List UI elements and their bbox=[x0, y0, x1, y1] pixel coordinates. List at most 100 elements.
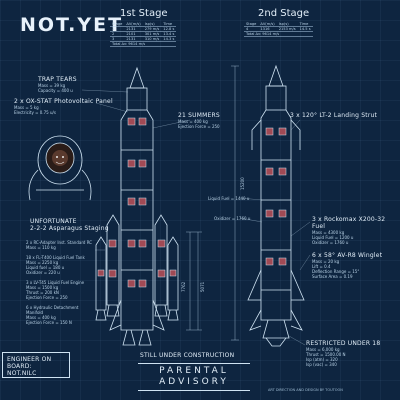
panel-label: 2 x OX-STAT Photovoltaic Panel bbox=[14, 98, 113, 105]
stage2-table: Stage ΔV(m/s) Isp(s) Time 4 1316 2153 m/… bbox=[244, 22, 313, 37]
table-header-row: Stage ΔV(m/s) Isp(s) Time bbox=[110, 22, 177, 27]
table-header: Stage bbox=[110, 22, 125, 27]
spec-line: Ejection Force = 150 N bbox=[26, 320, 72, 325]
table-row: 2 2101 301 m/s 13.4 s bbox=[110, 31, 177, 37]
table-cell: 310 m/s bbox=[142, 36, 162, 42]
spec-line: Thrust = 200 kN bbox=[26, 290, 59, 295]
restricted-label: RESTRICTED UNDER 18 bbox=[306, 340, 381, 347]
spec-line: Mass = 4300 kg bbox=[312, 230, 345, 235]
table-row: 1 2131 279 m/s 12.8 s bbox=[110, 26, 177, 32]
spec-line: Oxidizer = 1760 u bbox=[312, 240, 349, 245]
table-cell: 279 m/s bbox=[142, 26, 162, 32]
spec-line: Electricity = 0.75 u/s bbox=[14, 110, 56, 115]
winglet-callout: 6 x 58° AV-R8 Winglet Mass = 20 kg Lift … bbox=[312, 252, 398, 279]
spec-line: Mass = 1500 kg bbox=[26, 285, 59, 290]
spec-line: Capacity = 400 u bbox=[38, 88, 73, 93]
table-cell: 12.8 s bbox=[161, 26, 177, 32]
spec-line: 2 x RC-Adapter Inst. Standard RC bbox=[26, 240, 93, 245]
rocket-1st-stage bbox=[95, 66, 179, 346]
table-total: Total Δv: 9614 m/s bbox=[110, 41, 177, 47]
spec-line: 3 x LV-T45 Liquid Fuel Engine bbox=[26, 280, 85, 285]
spec-line: Mass = 39 kg bbox=[38, 83, 66, 88]
table-total: Total Δv: 9614 m/s bbox=[244, 31, 313, 37]
stage1-table: Stage ΔV(m/s) Isp(s) Time 1 2131 279 m/s… bbox=[110, 22, 177, 47]
table-cell: 14.5 s bbox=[297, 26, 313, 32]
engineer-name: NOT.NILC bbox=[7, 370, 37, 377]
spec-line: Mass = 400 kg bbox=[178, 119, 208, 124]
advisory-line: PARENTAL bbox=[159, 366, 229, 376]
table-cell: 2 bbox=[110, 31, 125, 37]
spec-line: Ejection Force = 250 bbox=[26, 295, 68, 300]
summers-label: 21 SUMMERS bbox=[178, 112, 220, 119]
table-header: ΔV(m/s) bbox=[124, 22, 143, 27]
dimension-a: 7762 bbox=[181, 281, 186, 292]
table-cell: 2101 bbox=[124, 31, 143, 37]
spec-line: 6 x Hydraulic Detachment Manifold bbox=[26, 305, 79, 315]
table-row: 3 2131 310 m/s 14.3 s bbox=[110, 36, 177, 42]
table-cell: 2153 m/s bbox=[276, 26, 298, 32]
spec-line: Mass = 5 kg bbox=[14, 105, 39, 110]
spec-line: Mass = 400 kg bbox=[26, 315, 56, 320]
fuel-tank-label: 3 x Rockomax X200-32 Fuel bbox=[312, 216, 386, 230]
unfortunate-sub: 2-2-2 Asparagus Staging bbox=[30, 225, 109, 232]
trap-tears-callout: TRAP TEARS Mass = 39 kg Capacity = 400 u bbox=[38, 76, 118, 93]
table-header: ΔV(m/s) bbox=[258, 22, 277, 27]
engineer-badge: ENGINEER ON BOARD: NOT.NILC bbox=[2, 352, 70, 378]
leader-lines bbox=[81, 89, 311, 346]
spec-line: Oxidizer = 220 u bbox=[26, 270, 60, 275]
dimension-total: 15200 bbox=[240, 177, 245, 190]
winglet-label: 6 x 58° AV-R8 Winglet bbox=[312, 252, 383, 259]
table-total-row: Total Δv: 9614 m/s bbox=[244, 31, 313, 37]
unfortunate-label: UNFORTUNATE bbox=[30, 218, 77, 225]
table-cell: 13.4 s bbox=[161, 31, 177, 37]
strut-label: 3 x 120° LT-2 Landing Strut bbox=[290, 112, 378, 119]
spec-line: Mass = 110 kg bbox=[26, 245, 56, 250]
spec-line: Mass = 2250 kg bbox=[26, 260, 59, 265]
summers-callout: 21 SUMMERS Mass = 400 kg Ejection Force … bbox=[178, 112, 238, 129]
spec-line: 18 x FL-T400 Liquid Fuel Tank bbox=[26, 255, 85, 260]
dimension-lines bbox=[186, 65, 239, 341]
rocket-windows bbox=[97, 117, 287, 288]
rocket-2nd-stage bbox=[247, 64, 305, 347]
dimension-b: 5071 bbox=[200, 281, 205, 292]
trap-tears-label: TRAP TEARS bbox=[38, 76, 77, 83]
parental-advisory: PARENTAL ADVISORY bbox=[138, 363, 250, 391]
staging-specs: 2 x RC-Adapter Inst. Standard RC Mass = … bbox=[26, 240, 96, 325]
astronaut-illustration bbox=[28, 135, 92, 201]
table-cell: 4 bbox=[244, 26, 259, 32]
table-cell: 2131 bbox=[124, 36, 143, 42]
table-cell: 1 bbox=[110, 26, 125, 32]
table-header: Stage bbox=[244, 22, 259, 27]
spec-line: Liquid Fuel = 1200 u bbox=[312, 235, 354, 240]
stage1-heading: 1st Stage bbox=[120, 8, 168, 19]
spec-line: Mass = 6,000 kg bbox=[306, 347, 340, 352]
spec-line: Surface Area = 0.19 bbox=[312, 274, 353, 279]
spec-line: Isp (vac) = 340 bbox=[306, 362, 337, 367]
liquid-fuel-text: Liquid Fuel = 1440 u bbox=[208, 196, 250, 201]
spec-line: Ejection Force = 250 bbox=[178, 124, 220, 129]
table-cell: 301 m/s bbox=[142, 31, 162, 37]
table-row: 4 1316 2153 m/s 14.5 s bbox=[244, 26, 313, 32]
table-cell: 14.3 s bbox=[161, 36, 177, 42]
unfortunate-callout: UNFORTUNATE 2-2-2 Asparagus Staging bbox=[30, 218, 110, 232]
table-total-row: Total Δv: 9614 m/s bbox=[110, 41, 177, 47]
table-header-row: Stage ΔV(m/s) Isp(s) Time bbox=[244, 22, 313, 27]
spec-line: Isp (atm) = 320 bbox=[306, 357, 338, 362]
oxidizer-text: Oxidizer = 1760 u bbox=[214, 216, 251, 221]
table-header: Time bbox=[297, 22, 313, 27]
spec-line: Liquid fuel = 180 u bbox=[26, 265, 65, 270]
advisory-line: ADVISORY bbox=[159, 377, 229, 387]
spec-line: Lift = 0.4 bbox=[312, 264, 331, 269]
table-cell: 3 bbox=[110, 36, 125, 42]
poster-title: NOT.YET bbox=[20, 14, 124, 36]
panel-callout: 2 x OX-STAT Photovoltaic Panel Mass = 5 … bbox=[14, 98, 114, 115]
table-header: Time bbox=[161, 22, 177, 27]
spec-line: Thrust = 1500.00 N bbox=[306, 352, 346, 357]
table-cell: 1316 bbox=[258, 26, 277, 32]
table-header: Isp(s) bbox=[276, 22, 298, 27]
stage2-heading: 2nd Stage bbox=[258, 8, 310, 19]
table-cell: 2131 bbox=[124, 26, 143, 32]
spec-line: Mass = 20 kg bbox=[312, 259, 340, 264]
